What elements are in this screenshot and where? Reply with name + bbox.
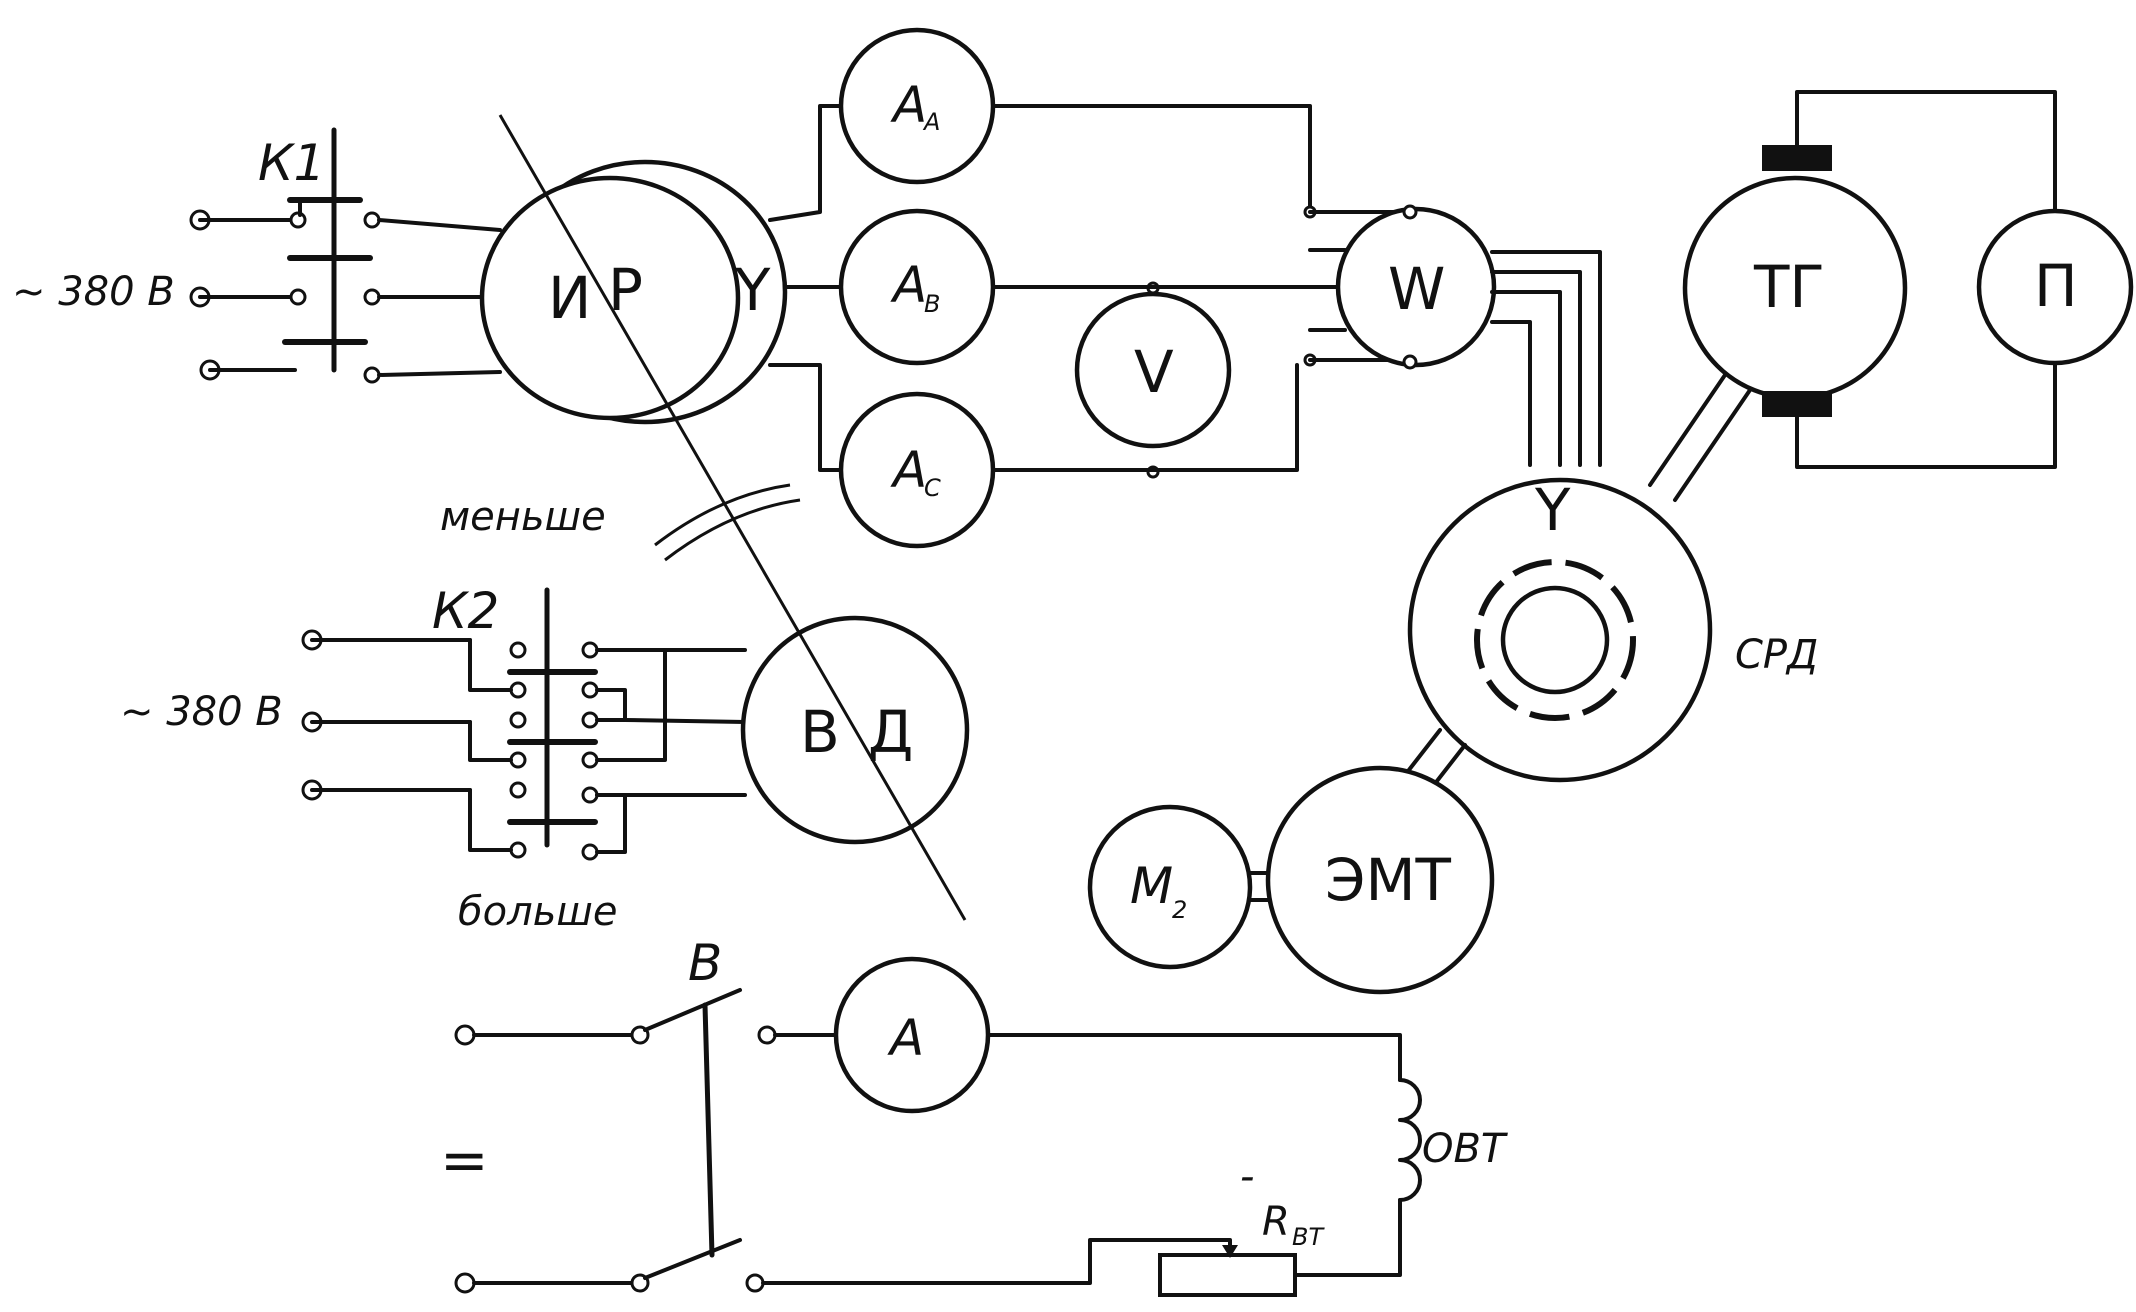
torque-meter bbox=[1087, 804, 1253, 970]
induction-regulator bbox=[479, 159, 788, 425]
field-coil-label: ОВТ bbox=[1422, 1126, 1509, 1172]
torque-meter-main: М bbox=[1130, 857, 1173, 915]
converter-label: П bbox=[2034, 252, 2078, 320]
field-coil bbox=[1398, 1078, 1422, 1202]
rheostat bbox=[761, 1238, 1297, 1297]
rheostat-sub: ВТ bbox=[1292, 1223, 1325, 1251]
switch-b-label: В bbox=[688, 934, 722, 992]
brake-label: ЭМТ bbox=[1325, 846, 1452, 914]
rheostat-minus: - bbox=[1240, 1154, 1254, 1200]
drive-motor-label-left: В bbox=[800, 698, 840, 766]
direction-less-label: меньше bbox=[440, 494, 606, 540]
wattmeter-label: W bbox=[1388, 255, 1445, 323]
synchronous-motor-label: СРД bbox=[1735, 632, 1818, 678]
ammeter-c-sub: С bbox=[924, 474, 941, 502]
ammeter-a-sub: А bbox=[922, 108, 940, 136]
supply-top-label: ~ 380 В bbox=[12, 269, 175, 315]
direction-more-label: больше bbox=[458, 889, 618, 935]
drive-motor-label-right: Д bbox=[868, 698, 913, 766]
k1-switch bbox=[189, 127, 502, 384]
synchronous-motor bbox=[1407, 477, 1713, 783]
tachogenerator-label: ТГ bbox=[1753, 253, 1825, 321]
electromagnetic-brake bbox=[1265, 765, 1495, 995]
rheostat-label: R bbox=[1262, 1199, 1290, 1245]
ammeter-c-main: А bbox=[890, 441, 927, 499]
torque-meter-sub: 2 bbox=[1172, 896, 1187, 924]
k1-label: К1 bbox=[258, 134, 325, 192]
dc-supply-label: = bbox=[440, 1126, 489, 1194]
ammeter-b-sub: В bbox=[924, 290, 940, 318]
induction-regulator-winding: Y bbox=[734, 256, 771, 324]
ammeter-b-main: А bbox=[890, 256, 927, 314]
induction-regulator-label-left: И bbox=[548, 264, 591, 332]
synchronous-motor-winding: Y bbox=[1534, 476, 1571, 544]
switch-b bbox=[454, 988, 777, 1294]
supply-middle-label: ~ 380 В bbox=[120, 689, 283, 735]
voltmeter-label: V bbox=[1134, 338, 1174, 406]
k2-switch bbox=[301, 587, 747, 861]
field-ammeter-label: А bbox=[887, 1009, 924, 1067]
k2-label: К2 bbox=[432, 582, 499, 640]
ammeter-a-main: А bbox=[890, 76, 927, 134]
